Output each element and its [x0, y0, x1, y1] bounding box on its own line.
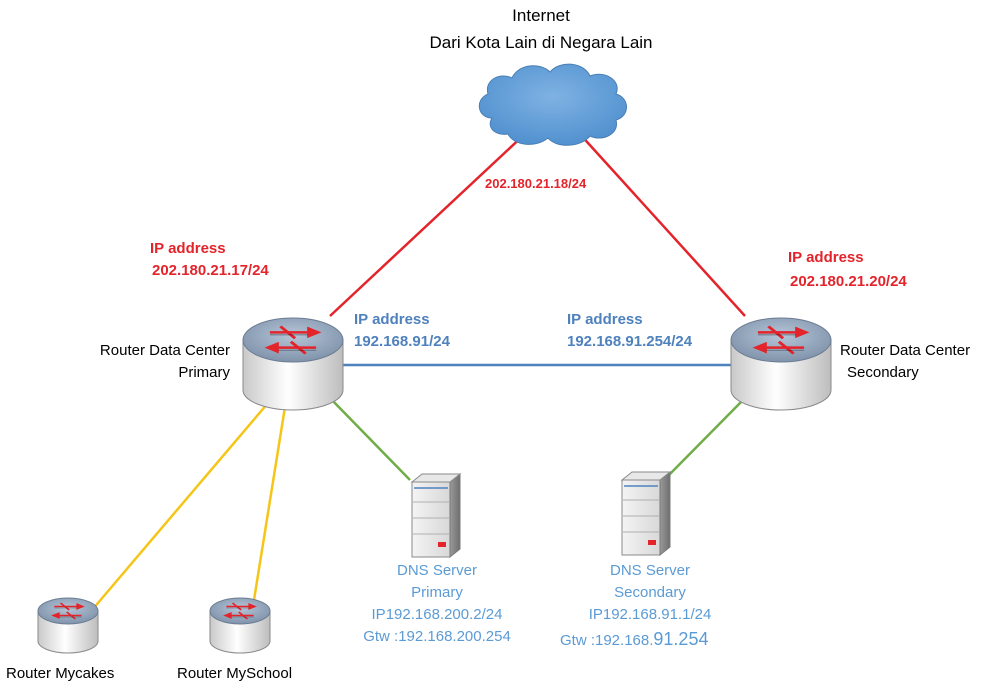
secondary-lan-ip: 192.168.91.254/24: [567, 333, 693, 350]
branch-link-myschool: [252, 406, 287, 601]
cloud-icon: [478, 63, 627, 146]
secondary-wan-label: IP address: [788, 249, 864, 266]
internet-title: Internet: [512, 6, 570, 25]
dns-primary-ip: IP192.168.200.2/24: [371, 606, 503, 623]
wan-link-primary: [329, 131, 528, 317]
router-secondary-icon: [730, 317, 832, 411]
secondary-lan-label: IP address: [567, 311, 643, 328]
dns-secondary-gateway-suffix: 91.254: [653, 629, 709, 649]
dns-secondary-line2: Secondary: [614, 584, 686, 601]
router-primary-icon: [242, 317, 344, 411]
router-mycakes-name: Router Mycakes: [6, 665, 115, 682]
wan-link-secondary: [577, 131, 746, 317]
dns-primary-line2: Primary: [411, 584, 463, 601]
links: [91, 131, 746, 611]
router-myschool-name: Router MySchool: [177, 665, 293, 682]
primary-lan-ip: 192.168.91/24: [354, 333, 450, 350]
server-primary-icon: [410, 472, 462, 559]
primary-wan-label: IP address: [150, 240, 226, 257]
primary-router-name-line1: Router Data Center: [99, 342, 230, 359]
primary-wan-ip: 202.180.21.17/24: [152, 262, 269, 279]
dns-secondary-gateway-prefix: Gtw :192.168.: [560, 632, 654, 649]
dns-secondary-line1: DNS Server: [609, 562, 691, 579]
dns-secondary-ip: IP192.168.91.1/24: [588, 606, 712, 623]
internet-subtitle: Dari Kota Lain di Negara Lain: [429, 33, 653, 52]
secondary-wan-ip: 202.180.21.20/24: [790, 273, 907, 290]
router-myschool-icon: [209, 597, 271, 654]
secondary-router-name-line1: Router Data Center: [840, 342, 971, 359]
router-mycakes-icon: [37, 597, 99, 654]
dns-primary-gateway: Gtw :192.168.200.254: [363, 628, 511, 645]
dns-secondary-gateway: Gtw :192.168.91.254: [560, 629, 708, 650]
dns-primary-line1: DNS Server: [396, 562, 478, 579]
server-link-secondary: [665, 397, 746, 479]
branch-link-mycakes: [91, 402, 269, 611]
secondary-router-name-line2: Secondary: [847, 364, 919, 381]
primary-lan-label: IP address: [354, 311, 430, 328]
primary-router-name-line2: Primary: [178, 364, 230, 381]
internet-link-ip: 202.180.21.18/24: [485, 176, 587, 191]
server-secondary-icon: [620, 470, 672, 557]
server-link-primary: [329, 397, 411, 481]
